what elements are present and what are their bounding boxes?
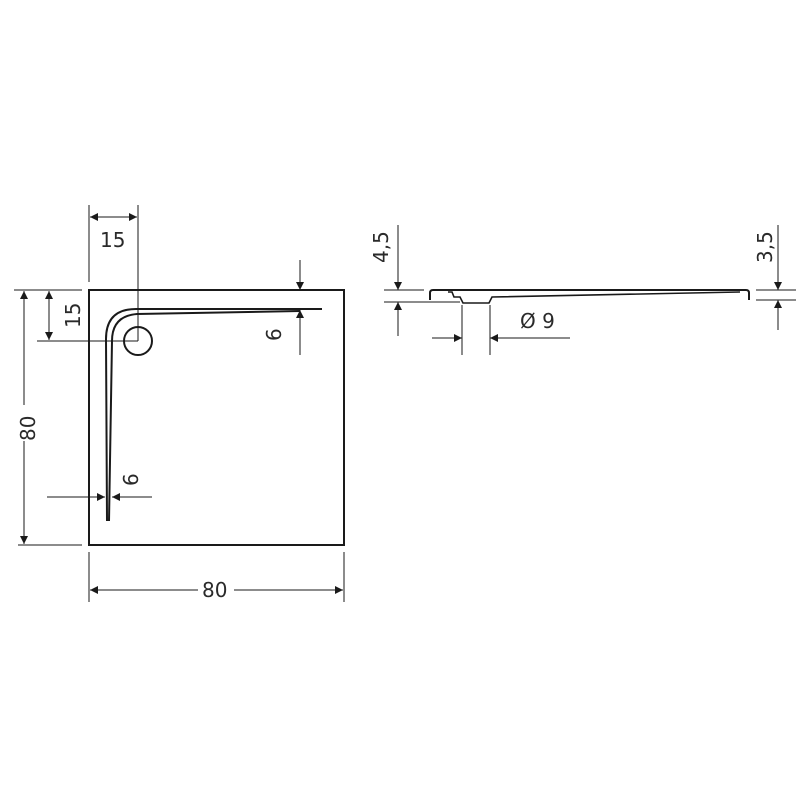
channel-width-side-label: 6 [119,473,143,486]
left-height-label: 4,5 [369,231,393,263]
channel-outer-edge [104,308,322,522]
side-view: 4,5 3,5 Ø 9 [369,225,796,355]
plan-view: 15 15 80 80 6 6 [14,205,345,602]
depth-label: 80 [16,416,40,441]
tray-outline [88,289,345,546]
channel-width-top-label: 6 [262,328,286,341]
drain-offset-y-label: 15 [61,303,85,328]
tray-profile-bottom [448,291,741,304]
drain-offset-x-label: 15 [100,228,125,252]
right-height-label: 3,5 [753,231,777,263]
channel-inner-edge [108,310,301,522]
tray-profile-top [429,289,750,300]
drain-diameter-label: Ø 9 [520,309,555,333]
width-label: 80 [202,578,227,602]
